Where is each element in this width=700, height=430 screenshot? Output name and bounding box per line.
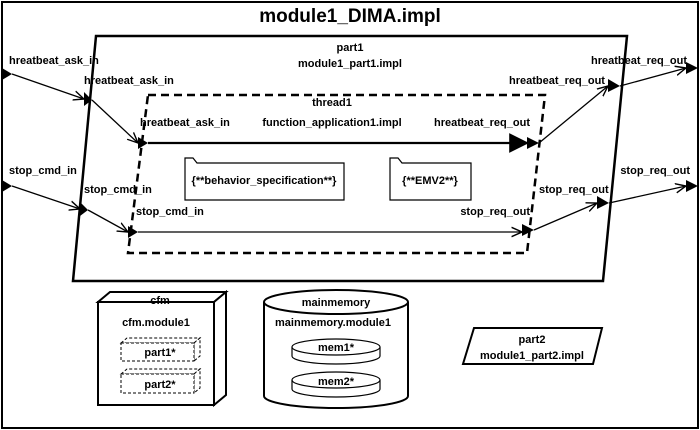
thread-port-heartbeat-out[interactable]	[527, 137, 539, 149]
process-part2-impl: module1_part2.impl	[480, 350, 584, 362]
thread-port-stop-out[interactable]	[522, 224, 534, 236]
process-port-stop-in-label: stop_cmd_in	[84, 184, 152, 196]
conn-process-to-sys-stop[interactable]	[608, 186, 686, 204]
thread1-impl: function_application1.impl	[262, 117, 401, 129]
process-port-stop-out[interactable]	[597, 196, 609, 209]
system-port-stop-out[interactable]	[686, 180, 698, 192]
thread1-box[interactable]	[126, 93, 547, 255]
cfm-part1-label: part1*	[144, 347, 176, 359]
memory-name: mainmemory	[302, 297, 371, 309]
process-part2-name: part2	[519, 334, 546, 346]
system-port-heartbeat-out[interactable]	[686, 62, 698, 74]
process-port-heartbeat-in[interactable]	[84, 92, 92, 106]
system-title: module1_DIMA.impl	[259, 6, 441, 27]
thread-port-stop-out-label: stop_req_out	[460, 206, 530, 218]
thread-port-stop-in[interactable]	[128, 226, 138, 238]
cfm-part2-box[interactable]	[120, 373, 195, 394]
process-port-heartbeat-out-label: hreatbeat_req_out	[509, 75, 605, 87]
annex-emv2-label: {**EMV2**}	[402, 175, 458, 187]
system-port-stop-in[interactable]	[2, 180, 12, 192]
annex-behavior-label: {**behavior_specification**}	[192, 175, 338, 187]
process-part1-impl: module1_part1.impl	[298, 58, 402, 70]
cfm-part2-label: part2*	[144, 379, 176, 391]
conn-process-to-thread-stop[interactable]	[87, 209, 128, 232]
thread-port-stop-in-label: stop_cmd_in	[136, 206, 204, 218]
system-port-heartbeat-in-label: hreatbeat_ask_in	[9, 55, 99, 67]
process-part2-box[interactable]	[461, 327, 604, 365]
conn-process-to-thread-heartbeat[interactable]	[91, 99, 138, 143]
processor-cfm-name: cfm	[150, 295, 170, 307]
mem2-top	[291, 371, 381, 389]
annex-emv2-folder[interactable]	[389, 157, 472, 201]
conn-thread-to-process-heartbeat[interactable]	[538, 86, 608, 144]
mem1-label: mem1*	[318, 342, 355, 354]
processor-cfm-impl: cfm.module1	[122, 317, 190, 329]
process-port-stop-in[interactable]	[80, 202, 88, 216]
mem1-top	[291, 338, 381, 356]
system-port-stop-out-label: stop_req_out	[620, 165, 690, 177]
process-port-heartbeat-in-label: hreatbeat_ask_in	[84, 75, 174, 87]
system-port-heartbeat-out-label: hreatbeat_req_out	[591, 55, 687, 67]
process-part1-name: part1	[337, 42, 364, 54]
cfm-part1-top	[119, 337, 202, 344]
processor-cfm-side	[213, 289, 227, 408]
cfm-part2-top	[119, 368, 202, 375]
cfm-part1-box[interactable]	[120, 342, 195, 362]
mem2-label: mem2*	[318, 376, 355, 388]
process-port-stop-out-label: stop_req_out	[539, 184, 609, 196]
thread-port-heartbeat-in-label: hreatbeat_ask_in	[140, 117, 230, 129]
system-port-heartbeat-in[interactable]	[2, 68, 12, 80]
system-port-stop-in-label: stop_cmd_in	[9, 165, 77, 177]
annex-behavior-folder[interactable]	[184, 157, 345, 201]
memory-impl: mainmemory.module1	[275, 317, 391, 329]
cfm-part1-side	[193, 336, 201, 363]
thread1-name: thread1	[312, 97, 352, 109]
process-part1-box[interactable]	[71, 34, 629, 283]
thread-port-heartbeat-out-label: hreatbeat_req_out	[434, 117, 530, 129]
thread-port-heartbeat-in[interactable]	[138, 137, 148, 149]
conn-process-to-sys-heartbeat[interactable]	[619, 68, 686, 87]
process-port-heartbeat-out[interactable]	[608, 79, 620, 92]
conn-sys-to-process-heartbeat[interactable]	[11, 73, 84, 99]
memory-top	[263, 289, 409, 315]
conn-thread-to-process-stop[interactable]	[533, 203, 597, 231]
conn-sys-to-process-stop[interactable]	[11, 185, 80, 209]
